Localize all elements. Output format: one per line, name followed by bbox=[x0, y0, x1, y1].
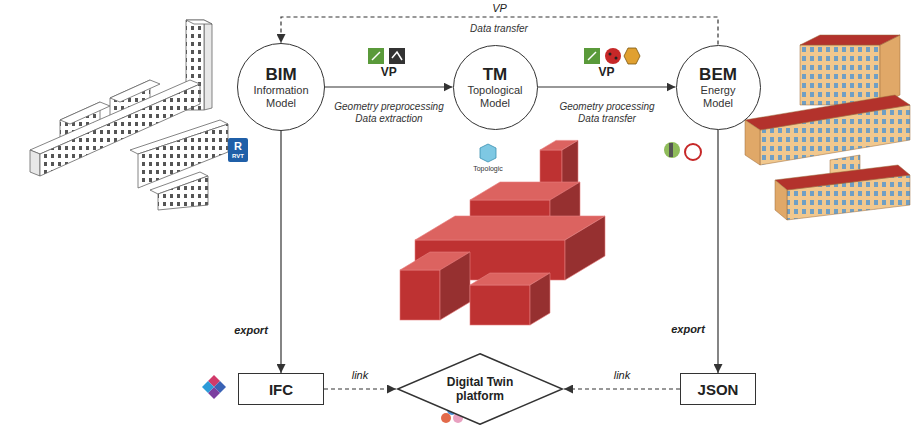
node-subtitle: Information Model bbox=[250, 84, 312, 110]
arrow-connector bbox=[280, 131, 281, 373]
arrow-connector bbox=[325, 86, 453, 87]
openstudio-icon bbox=[664, 142, 680, 158]
node-content: Digital Twin platform bbox=[444, 375, 516, 403]
edge-label: export bbox=[232, 324, 270, 336]
bim-building bbox=[30, 20, 228, 210]
node-title: Digital Twin platform bbox=[444, 375, 516, 403]
dashed-connector bbox=[281, 17, 718, 45]
energyplus-icon bbox=[685, 144, 701, 160]
edge-label: link bbox=[612, 369, 633, 381]
edge-label: VP bbox=[379, 65, 399, 79]
edge-label: export bbox=[669, 323, 707, 335]
icon-caption: RVT bbox=[232, 153, 244, 160]
arrow-connector bbox=[538, 86, 676, 87]
process-note: Geometry preprocessing Data extraction bbox=[328, 101, 450, 125]
node-subtitle: Topological Model bbox=[464, 84, 526, 110]
node-content: IFC bbox=[269, 381, 293, 398]
process-note: Geometry processing Data transfer bbox=[551, 101, 663, 125]
platform-diamond: Digital Twin platform bbox=[396, 353, 564, 425]
node-title: JSON bbox=[698, 381, 739, 398]
model-circle: BEMEnergy Model bbox=[676, 45, 761, 130]
node-title: TM bbox=[483, 65, 508, 84]
transfer-note: Data transfer bbox=[470, 23, 528, 35]
model-circle: BIMInformation Model bbox=[237, 43, 325, 131]
edge-label: link bbox=[350, 369, 371, 381]
icon-letter: R bbox=[234, 140, 242, 153]
format-box: JSON bbox=[680, 373, 756, 405]
edge-label: VP bbox=[490, 2, 509, 14]
dashed-connector bbox=[324, 388, 396, 389]
dashed-connector bbox=[564, 388, 680, 389]
model-circle: TMTopological Model bbox=[453, 45, 538, 130]
node-title: BEM bbox=[699, 65, 737, 84]
node-content: TMTopological Model bbox=[464, 65, 526, 110]
topological-voxels bbox=[400, 140, 605, 325]
edge-label: VP bbox=[596, 65, 616, 79]
node-subtitle: Energy Model bbox=[687, 84, 749, 110]
node-title: BIM bbox=[265, 65, 296, 84]
node-content: BIMInformation Model bbox=[250, 65, 312, 110]
node-title: IFC bbox=[269, 381, 293, 398]
bem-building bbox=[745, 35, 910, 220]
arrow-connector bbox=[717, 130, 718, 374]
node-content: BEMEnergy Model bbox=[687, 65, 749, 110]
revit-icon bbox=[228, 138, 248, 162]
format-box: IFC bbox=[238, 373, 324, 405]
topologic-icon bbox=[480, 144, 496, 162]
icon-caption: Topologic bbox=[473, 165, 503, 173]
node-content: JSON bbox=[698, 381, 739, 398]
